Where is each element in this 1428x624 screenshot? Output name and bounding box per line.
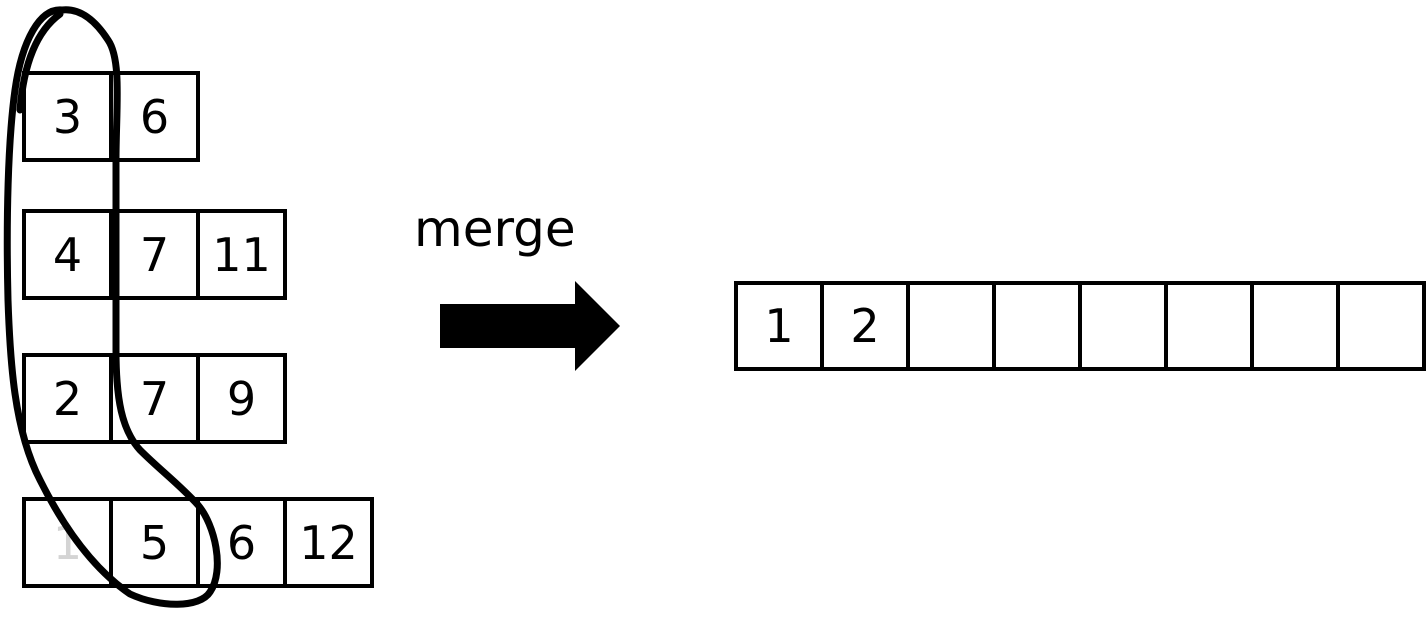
output-cell-empty [1164, 281, 1254, 371]
list-cell: 12 [283, 497, 374, 588]
list-cell-consumed: 1 [22, 497, 113, 588]
output-cell-empty [1078, 281, 1168, 371]
list-cell: 6 [109, 71, 200, 162]
list-cell: 7 [109, 353, 200, 444]
output-cell-empty [1336, 281, 1426, 371]
list-cell: 3 [22, 71, 113, 162]
list-cell: 5 [109, 497, 200, 588]
list-cell: 9 [196, 353, 287, 444]
merge-label: merge [414, 200, 576, 258]
list-cell: 2 [22, 353, 113, 444]
output-cell-empty [906, 281, 996, 371]
list-cell: 4 [22, 209, 113, 300]
output-cell: 1 [734, 281, 824, 371]
output-cell-empty [1250, 281, 1340, 371]
list-cell: 11 [196, 209, 287, 300]
output-cell-empty [992, 281, 1082, 371]
list-cell: 7 [109, 209, 200, 300]
right-arrow-icon [440, 281, 620, 371]
output-cell: 2 [820, 281, 910, 371]
list-cell: 6 [196, 497, 287, 588]
